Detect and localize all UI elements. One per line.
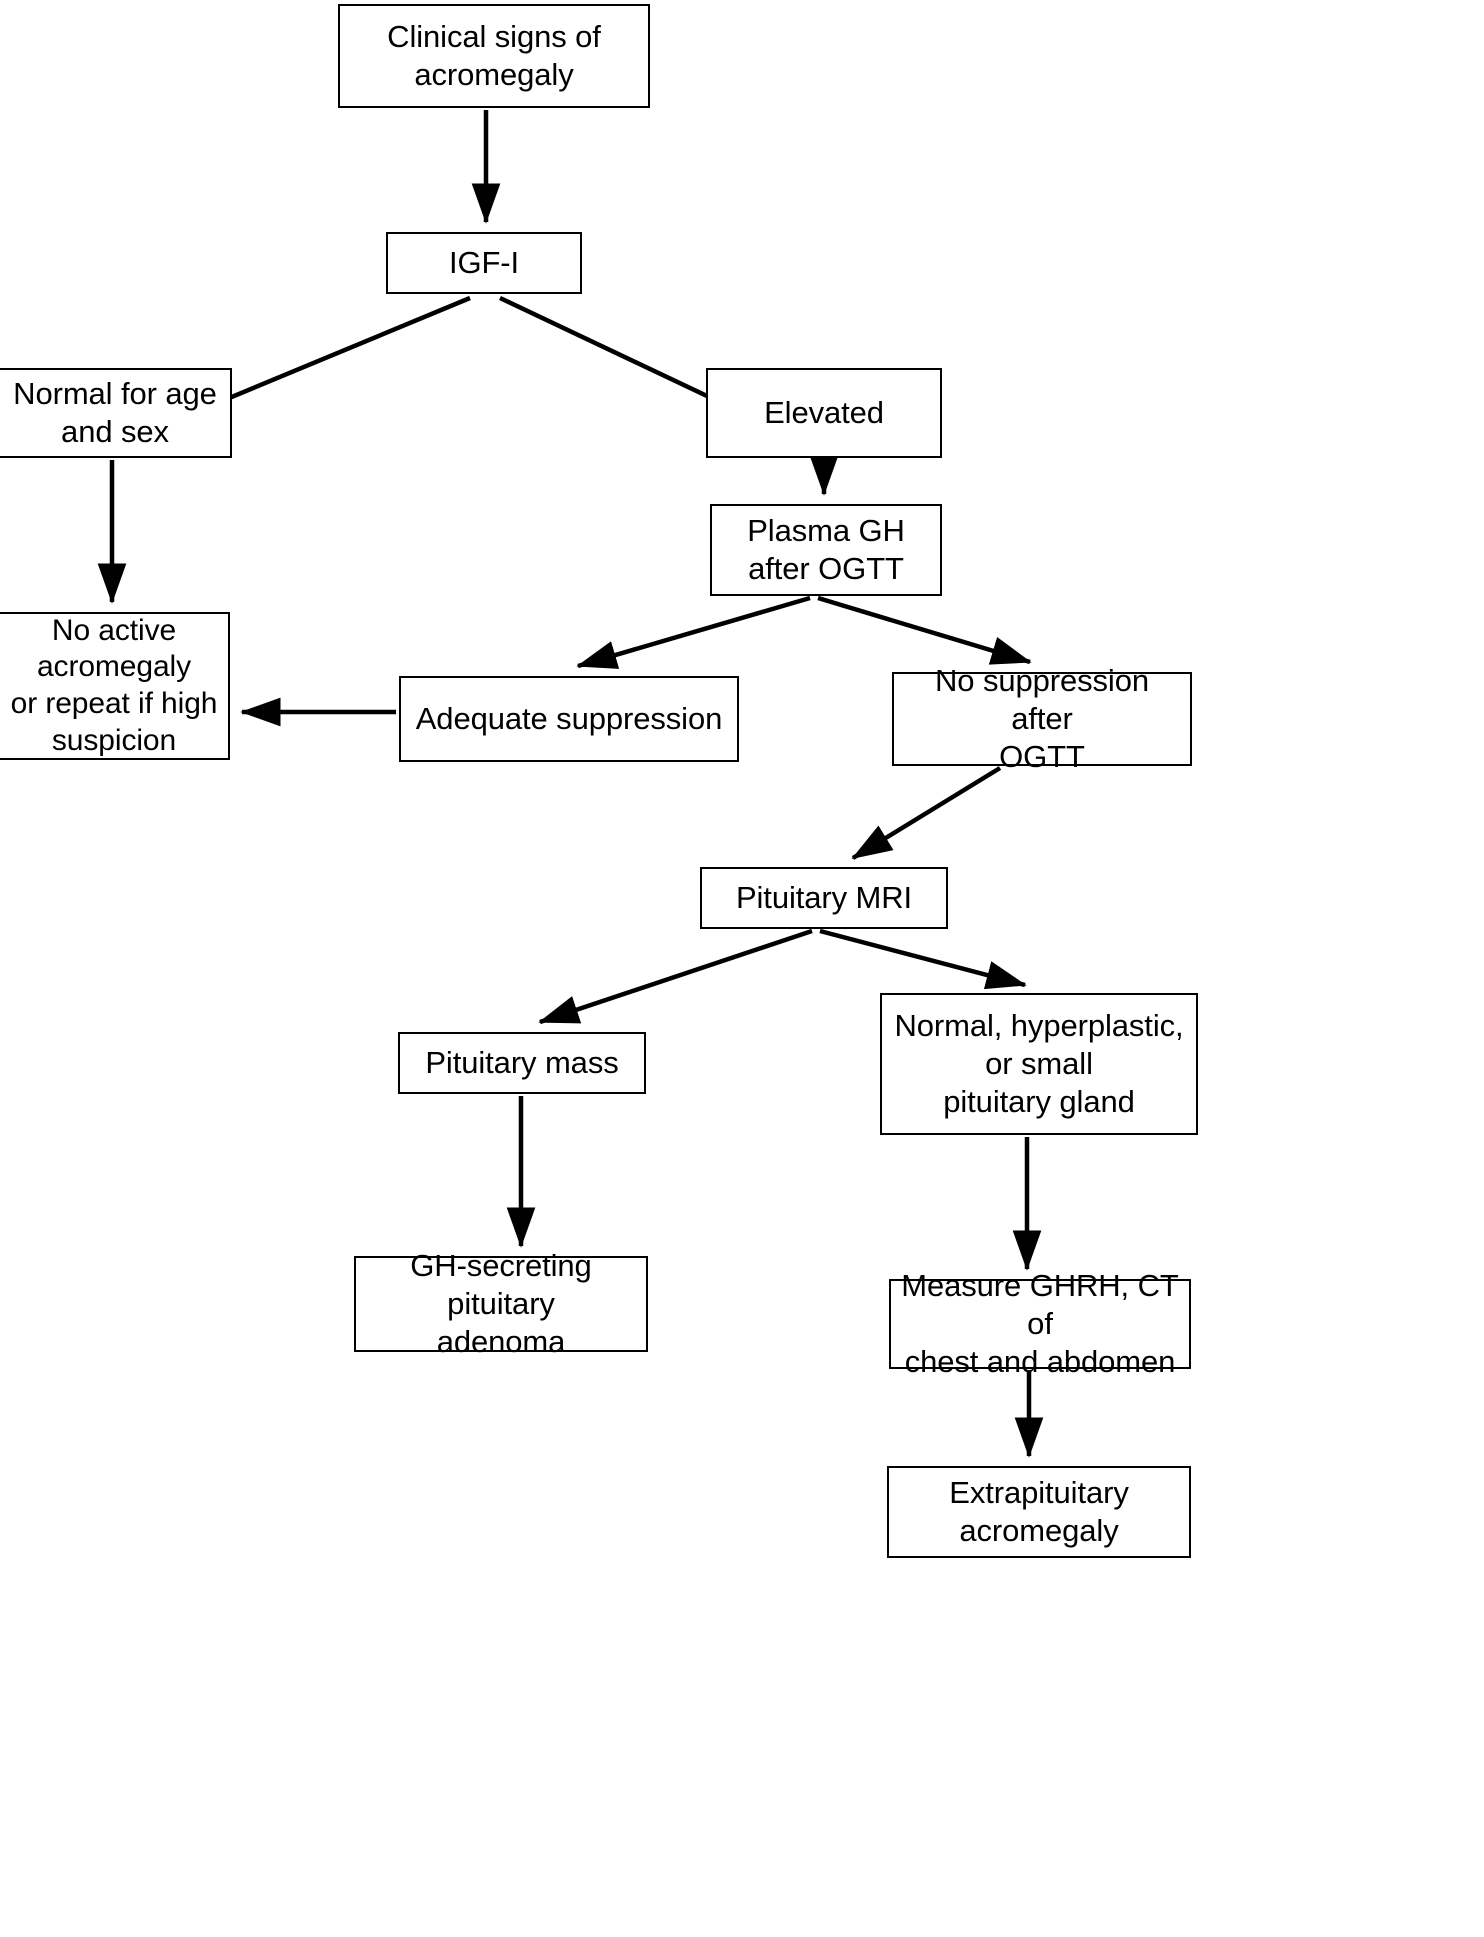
- node-igf-i[interactable]: IGF-I: [386, 232, 582, 294]
- edge-plasma-to-nosupp: [817, 595, 1032, 665]
- edge-mri-to-normalgland: [819, 928, 1027, 990]
- node-pituitary-mri[interactable]: Pituitary MRI: [700, 867, 948, 929]
- edge-nosupp-to-mri: [851, 766, 1002, 860]
- node-normal-hyperplastic-gland[interactable]: Normal, hyperplastic, or small pituitary…: [880, 993, 1198, 1135]
- node-plasma-gh-after-ogtt[interactable]: Plasma GH after OGTT: [710, 504, 942, 596]
- node-measure-ghrh-ct[interactable]: Measure GHRH, CT of chest and abdomen: [889, 1268, 1191, 1379]
- node-extrapituitary-acromegaly[interactable]: Extrapituitary acromegaly: [887, 1466, 1191, 1558]
- node-normal-for-age-and-sex[interactable]: Normal for age and sex: [0, 368, 232, 458]
- node-gh-secreting-adenoma[interactable]: GH-secreting pituitary adenoma: [354, 1248, 648, 1359]
- node-no-suppression-after-ogtt[interactable]: No suppression after OGTT: [892, 663, 1192, 774]
- node-no-active-acromegaly[interactable]: No active acromegaly or repeat if high s…: [0, 612, 230, 760]
- edge-mri-to-mass: [538, 928, 813, 1025]
- edge-plasma-to-adequate: [576, 595, 811, 669]
- node-elevated[interactable]: Elevated: [706, 368, 942, 458]
- node-adequate-suppression[interactable]: Adequate suppression: [399, 676, 739, 762]
- node-clinical-signs[interactable]: Clinical signs of acromegaly: [338, 4, 650, 108]
- node-pituitary-mass[interactable]: Pituitary mass: [398, 1032, 646, 1094]
